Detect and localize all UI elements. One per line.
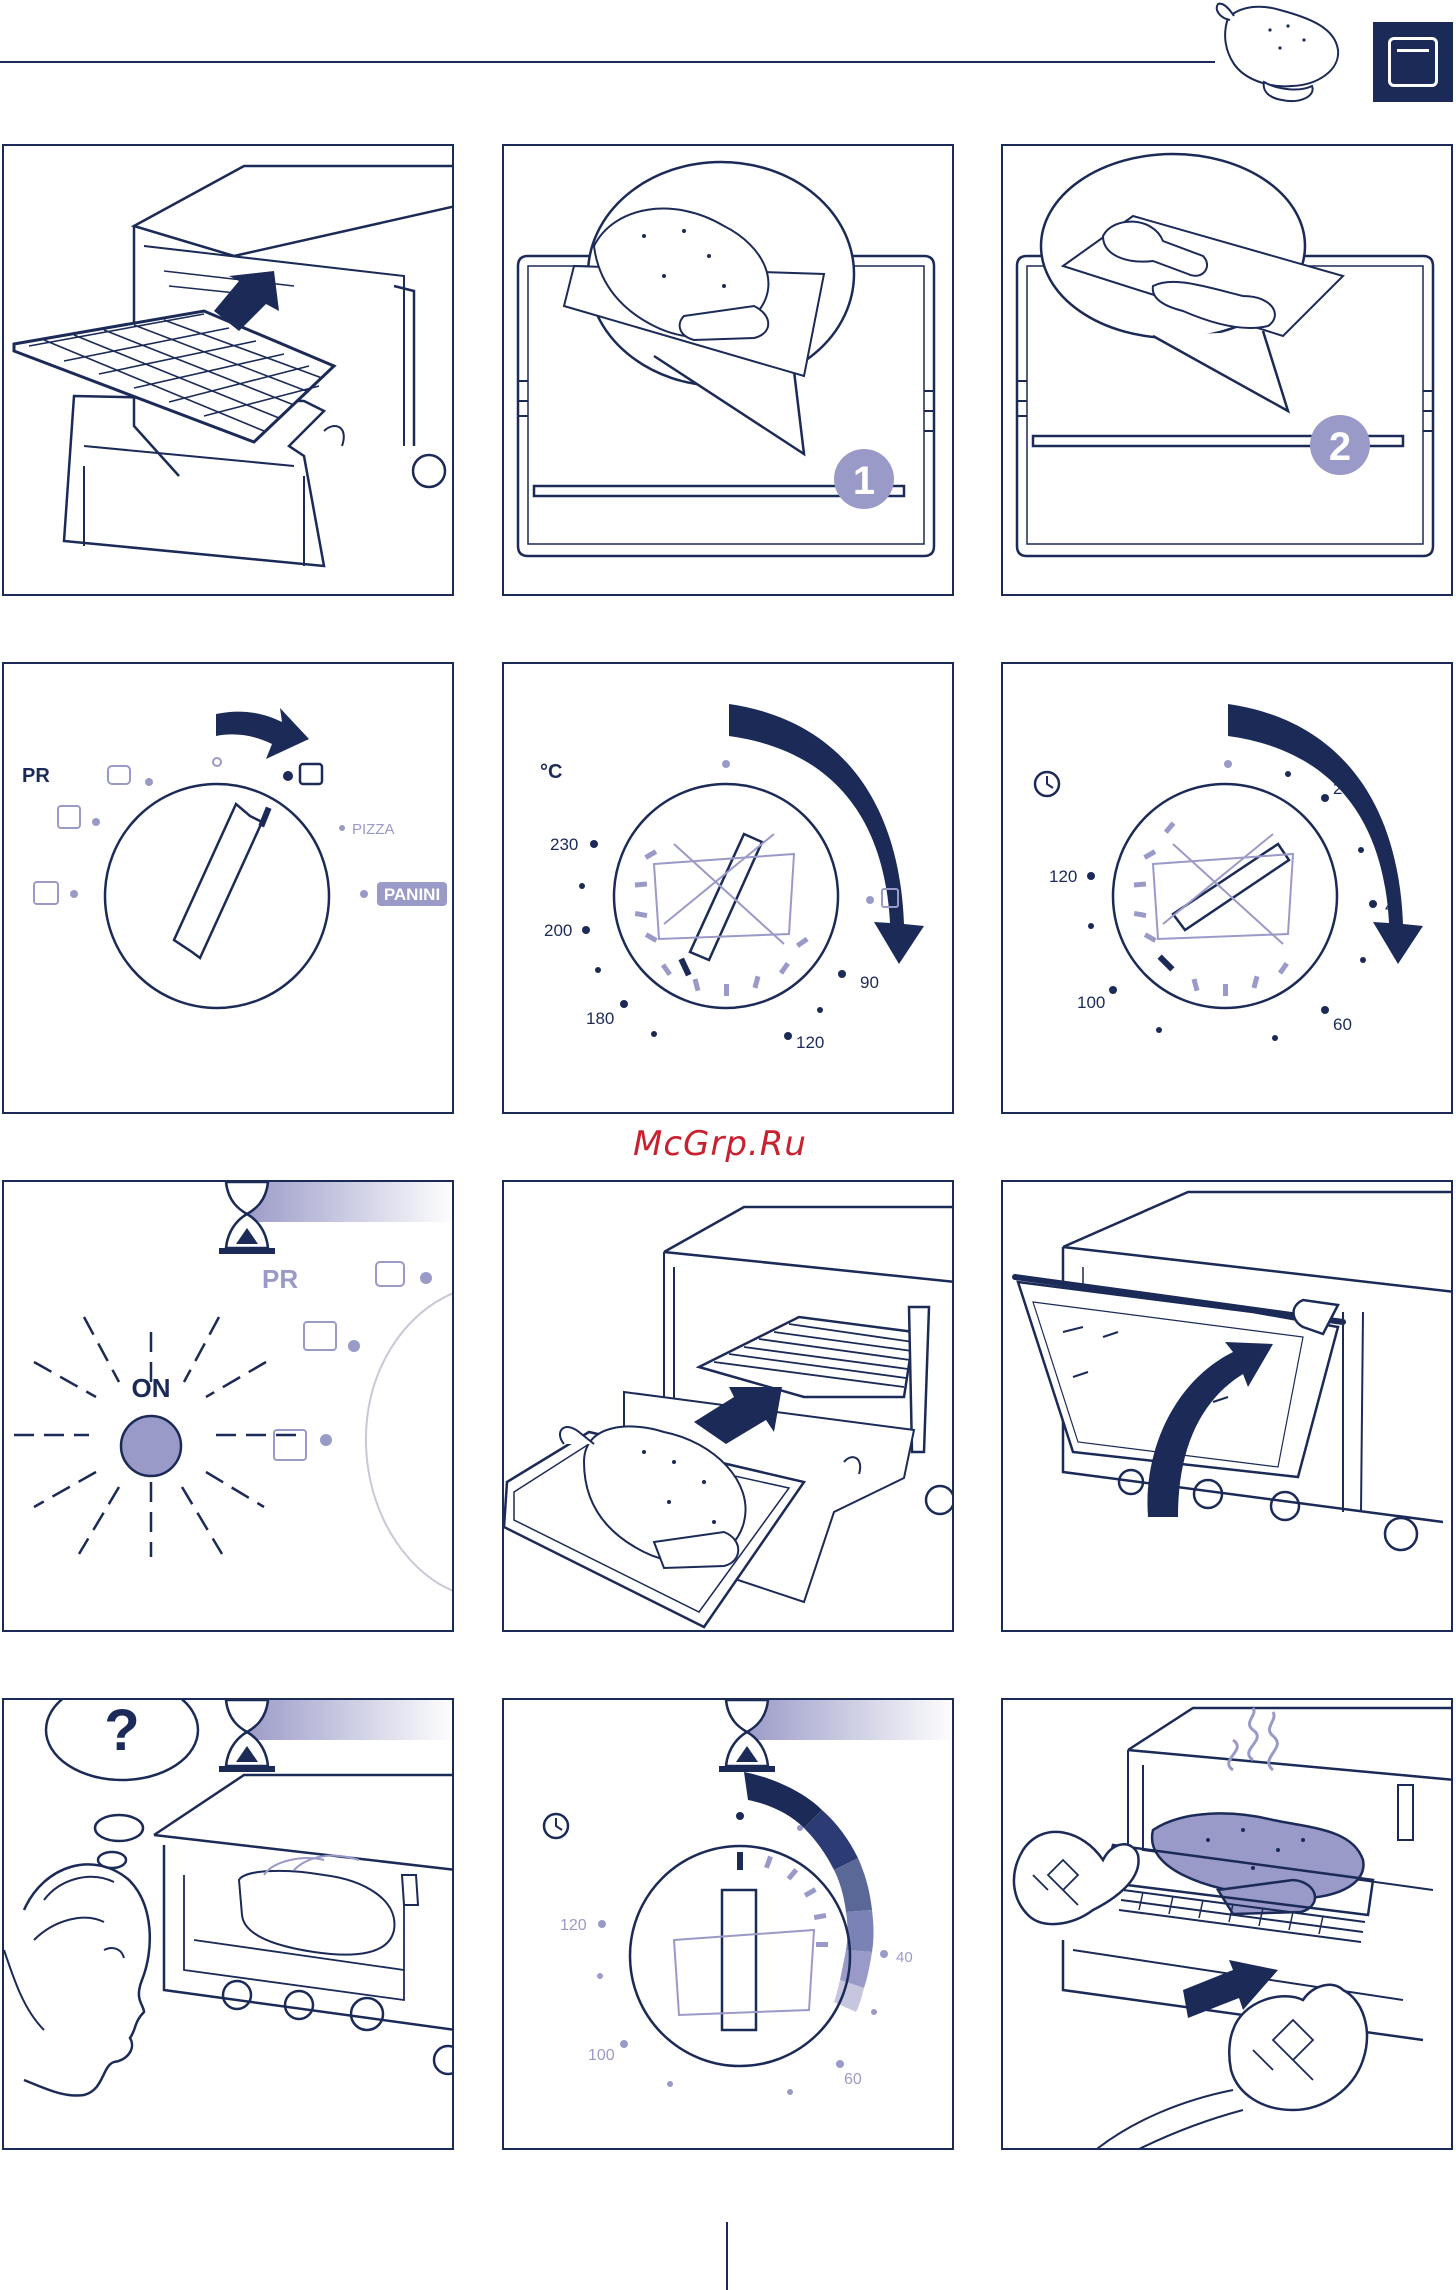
step-check-cooking: ? bbox=[2, 1698, 454, 2150]
step-set-temperature: °C 230 200 180 120 90 bbox=[502, 662, 954, 1114]
shelf-badge-1: 1 bbox=[834, 449, 894, 509]
timer-label-60: 60 bbox=[1333, 1015, 1352, 1034]
rotate-arrow-icon bbox=[216, 708, 309, 759]
grill-mode-icon bbox=[108, 766, 130, 784]
shelf-number: 2 bbox=[1329, 425, 1351, 469]
question-mark: ? bbox=[104, 1700, 139, 1763]
shelf-1-illustration: 1 bbox=[504, 146, 954, 596]
step-insert-rack bbox=[2, 144, 454, 596]
temp-label-180: 180 bbox=[586, 1009, 614, 1028]
check-cooking-illustration: ? bbox=[4, 1700, 454, 2150]
power-indicator-light bbox=[121, 1416, 181, 1476]
step-remove-food bbox=[1001, 1698, 1453, 2150]
oven-mitt-right bbox=[1229, 1985, 1367, 2110]
timer-label-40: 40 bbox=[896, 1949, 913, 1966]
temperature-unit: °C bbox=[540, 761, 562, 783]
page-center-marker bbox=[726, 2222, 728, 2290]
temperature-dial-illustration: °C 230 200 180 120 90 bbox=[504, 664, 954, 1114]
insert-rack-illustration bbox=[4, 146, 454, 596]
remove-food-illustration bbox=[1003, 1700, 1453, 2150]
bake-mode-icon bbox=[300, 764, 322, 784]
shelf-badge-2: 2 bbox=[1310, 415, 1370, 475]
temp-label-120: 120 bbox=[796, 1033, 824, 1052]
step-place-food bbox=[502, 1180, 954, 1632]
roast-chicken-icon bbox=[1200, 0, 1350, 110]
countdown-dial-illustration: 40 120 100 60 bbox=[504, 1700, 954, 2150]
mode-label-panini: PANINI bbox=[384, 885, 440, 904]
watermark-text: McGrp.Ru bbox=[633, 1124, 807, 1164]
preheat-illustration: PR ON bbox=[4, 1182, 454, 1632]
wire-rack bbox=[14, 311, 334, 442]
top-heat-mode-icon bbox=[304, 1322, 336, 1350]
shelf-2-illustration: 2 bbox=[1003, 146, 1453, 596]
timer-label-120: 120 bbox=[560, 1917, 587, 1934]
timer-label-20: 20 bbox=[1333, 779, 1352, 798]
timer-label-100: 100 bbox=[1077, 993, 1105, 1012]
mode-label-pr: PR bbox=[262, 1264, 298, 1294]
timer-label-60: 60 bbox=[844, 2071, 862, 2088]
timer-dial-illustration: 20 4 120 100 60 bbox=[1003, 664, 1453, 1114]
mode-label-pizza: PIZZA bbox=[352, 821, 395, 838]
mode-knob[interactable] bbox=[105, 784, 329, 1008]
shelf-number: 1 bbox=[853, 459, 875, 503]
top-heat-mode-icon bbox=[58, 806, 80, 828]
step-close-door bbox=[1001, 1180, 1453, 1632]
grill-mode-icon bbox=[376, 1262, 404, 1286]
step-shelf-position-2: 2 bbox=[1001, 144, 1453, 596]
header-rule bbox=[0, 61, 1215, 63]
place-food-illustration bbox=[504, 1182, 954, 1632]
thought-bubble: ? bbox=[46, 1700, 198, 1868]
temp-label-230: 230 bbox=[550, 835, 578, 854]
timer-label-120: 120 bbox=[1049, 867, 1077, 886]
rotate-arrow-icon bbox=[1228, 704, 1423, 964]
temp-label-90: 90 bbox=[860, 973, 879, 992]
step-preheat: PR ON bbox=[2, 1180, 454, 1632]
close-door-illustration bbox=[1003, 1182, 1453, 1632]
timer-label-4: 4 bbox=[1385, 897, 1394, 916]
oven-icon bbox=[1388, 37, 1438, 87]
step-timer-countdown: 40 120 100 60 bbox=[502, 1698, 954, 2150]
mode-dial-illustration: PR PIZZA PANINI bbox=[4, 664, 454, 1114]
mode-label-pr: PR bbox=[22, 765, 50, 787]
timer-label-100: 100 bbox=[588, 2047, 615, 2064]
step-shelf-position-1: 1 bbox=[502, 144, 954, 596]
rotate-arrow-icon bbox=[729, 704, 924, 964]
person-face bbox=[24, 1864, 150, 2095]
oven-mode-badge bbox=[1373, 22, 1453, 102]
step-select-mode: PR PIZZA PANINI bbox=[2, 662, 454, 1114]
bottom-heat-mode-icon bbox=[34, 882, 58, 904]
power-on-label: ON bbox=[132, 1373, 171, 1403]
clock-icon bbox=[1035, 772, 1059, 796]
step-set-timer: 20 4 120 100 60 bbox=[1001, 662, 1453, 1114]
temp-label-200: 200 bbox=[544, 921, 572, 940]
clock-icon bbox=[544, 1814, 568, 1838]
